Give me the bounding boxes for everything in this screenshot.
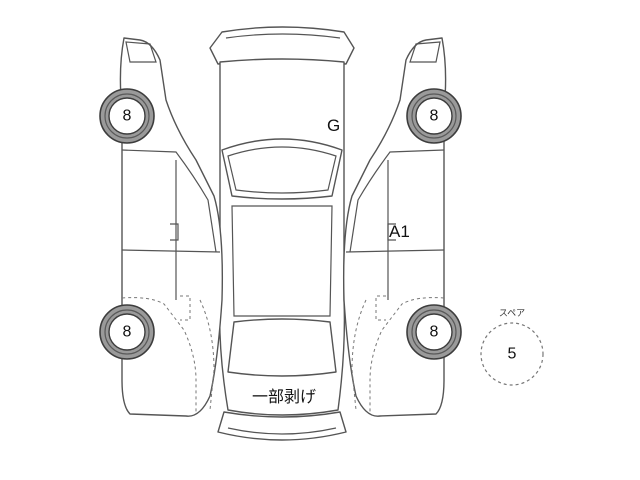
car-top-view — [209, 26, 355, 441]
tread-depth-front-left: 8 — [123, 108, 132, 125]
tire-front-right: 8 — [406, 88, 462, 144]
spare-tire: スペア 5 — [480, 309, 544, 386]
damage-note-trunk: 一部剥げ — [252, 387, 316, 406]
rear-window — [227, 318, 337, 377]
tread-depth-rear-right: 8 — [430, 324, 439, 341]
tread-depth-rear-left: 8 — [123, 324, 132, 341]
roof — [231, 205, 333, 317]
tire-rear-left: 8 — [99, 304, 155, 360]
damage-mark-right-front-door: A1 — [389, 222, 410, 241]
windshield — [221, 138, 343, 200]
tire-front-left: 8 — [99, 88, 155, 144]
tread-depth-front-right: 8 — [430, 108, 439, 125]
spare-label: スペア — [499, 309, 525, 319]
tire-rear-right: 8 — [406, 304, 462, 360]
damage-mark-hood: G — [327, 116, 340, 135]
tread-depth-spare: 5 — [508, 346, 517, 363]
rear-bumper-top — [217, 411, 347, 441]
